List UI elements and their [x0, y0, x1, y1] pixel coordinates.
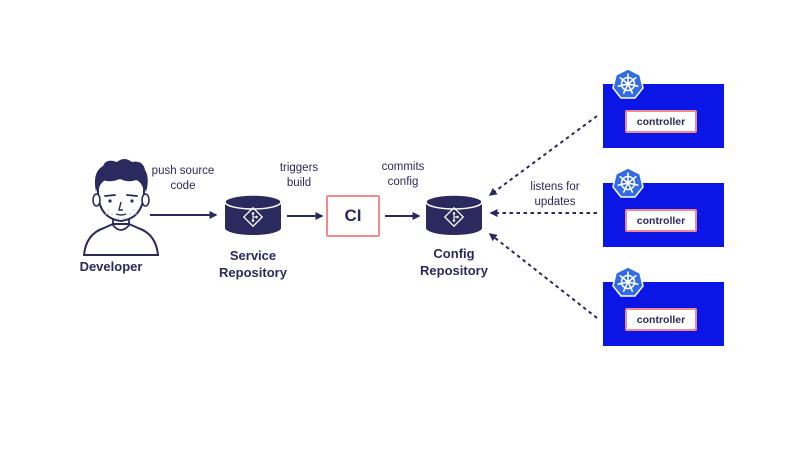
config-repository-label: Config Repository [420, 246, 488, 278]
commits-config-label: commits config [381, 161, 425, 188]
ci-box: CI [326, 195, 380, 237]
arrow-listen-top [488, 115, 598, 196]
push-source-code-label: push source code [151, 165, 215, 192]
controller-top: controller [625, 110, 697, 133]
arrow-listen-bottom [488, 233, 598, 319]
listens-for-updates-label: listens for updates [530, 181, 580, 208]
triggers-build-label: triggers build [279, 162, 319, 189]
kubernetes-icon [612, 167, 644, 198]
service-repository-label: Service Repository [219, 248, 287, 280]
kubernetes-icon [612, 68, 644, 99]
developer-label: Developer [79, 259, 143, 274]
controller-middle: controller [625, 209, 697, 232]
cluster-top: controller [603, 84, 724, 148]
controller-bottom: controller [625, 308, 697, 331]
kubernetes-icon [612, 266, 644, 297]
